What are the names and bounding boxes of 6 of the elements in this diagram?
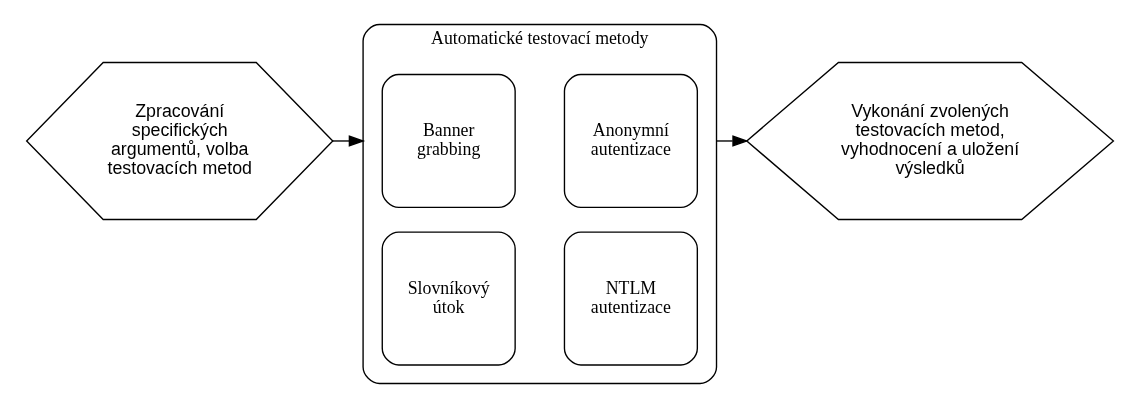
node-box: Anonymní autentizace (563, 73, 699, 209)
node-box: Slovníkový útok (381, 231, 516, 366)
arrow (332, 135, 366, 147)
node-box: NTLM autentizace (563, 231, 699, 366)
node-box: Banner grabbing (381, 73, 516, 209)
arrow (715, 135, 749, 147)
